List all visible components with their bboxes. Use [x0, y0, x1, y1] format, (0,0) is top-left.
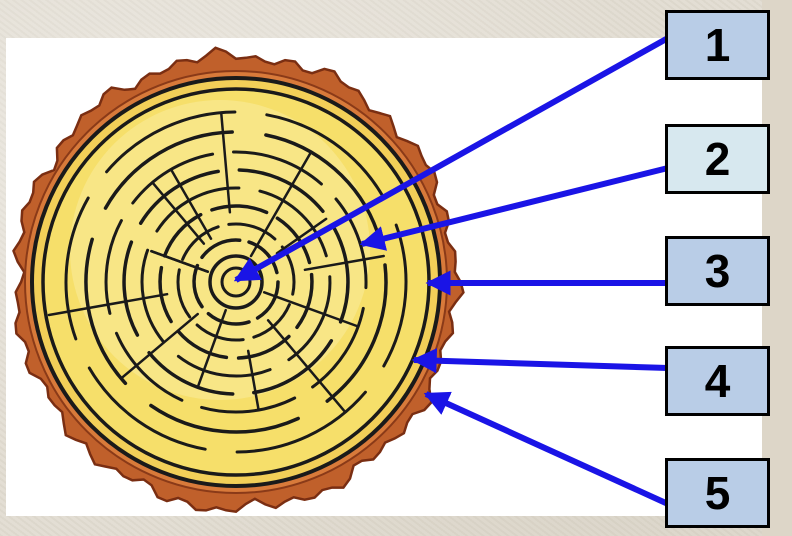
label-box-4: 4: [665, 346, 770, 416]
label-box-2: 2: [665, 124, 770, 194]
label-number-1: 1: [705, 22, 731, 68]
label-box-5: 5: [665, 458, 770, 528]
label-box-3: 3: [665, 236, 770, 306]
arrow-4: [414, 360, 668, 368]
arrow-5: [426, 394, 668, 504]
label-number-4: 4: [705, 358, 731, 404]
label-number-2: 2: [705, 136, 731, 182]
label-number-5: 5: [705, 470, 731, 516]
label-box-1: 1: [665, 10, 770, 80]
label-number-3: 3: [705, 248, 731, 294]
